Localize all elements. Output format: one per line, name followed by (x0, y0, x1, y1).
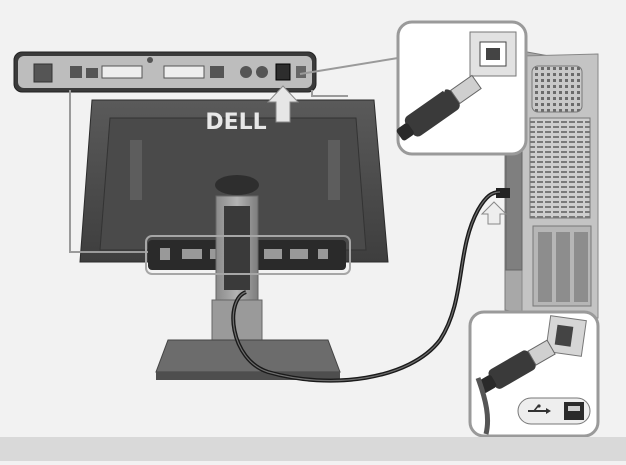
usb-b-plug (396, 74, 482, 141)
monitor-brand-logo: DELL (205, 110, 266, 135)
callout-usb-b-plug (396, 20, 528, 156)
panel-usb-upstream (275, 63, 291, 81)
port-highlight-box (145, 235, 351, 275)
tower-fan-grille (531, 65, 583, 113)
monitor-port-panel (13, 51, 317, 93)
usb-icon (423, 85, 447, 103)
usb-a-plug (477, 339, 556, 394)
tower-arrow (480, 201, 508, 225)
panel-guide-line-left (69, 90, 148, 253)
panel-up-arrow (266, 85, 300, 123)
tower-vent-panel (529, 117, 591, 219)
callout-usb-a-plug (468, 310, 600, 438)
footer-bar (0, 437, 626, 461)
usb-port-icon (528, 404, 551, 414)
usb-upstream-port (496, 188, 510, 198)
computer-tower (496, 47, 599, 323)
